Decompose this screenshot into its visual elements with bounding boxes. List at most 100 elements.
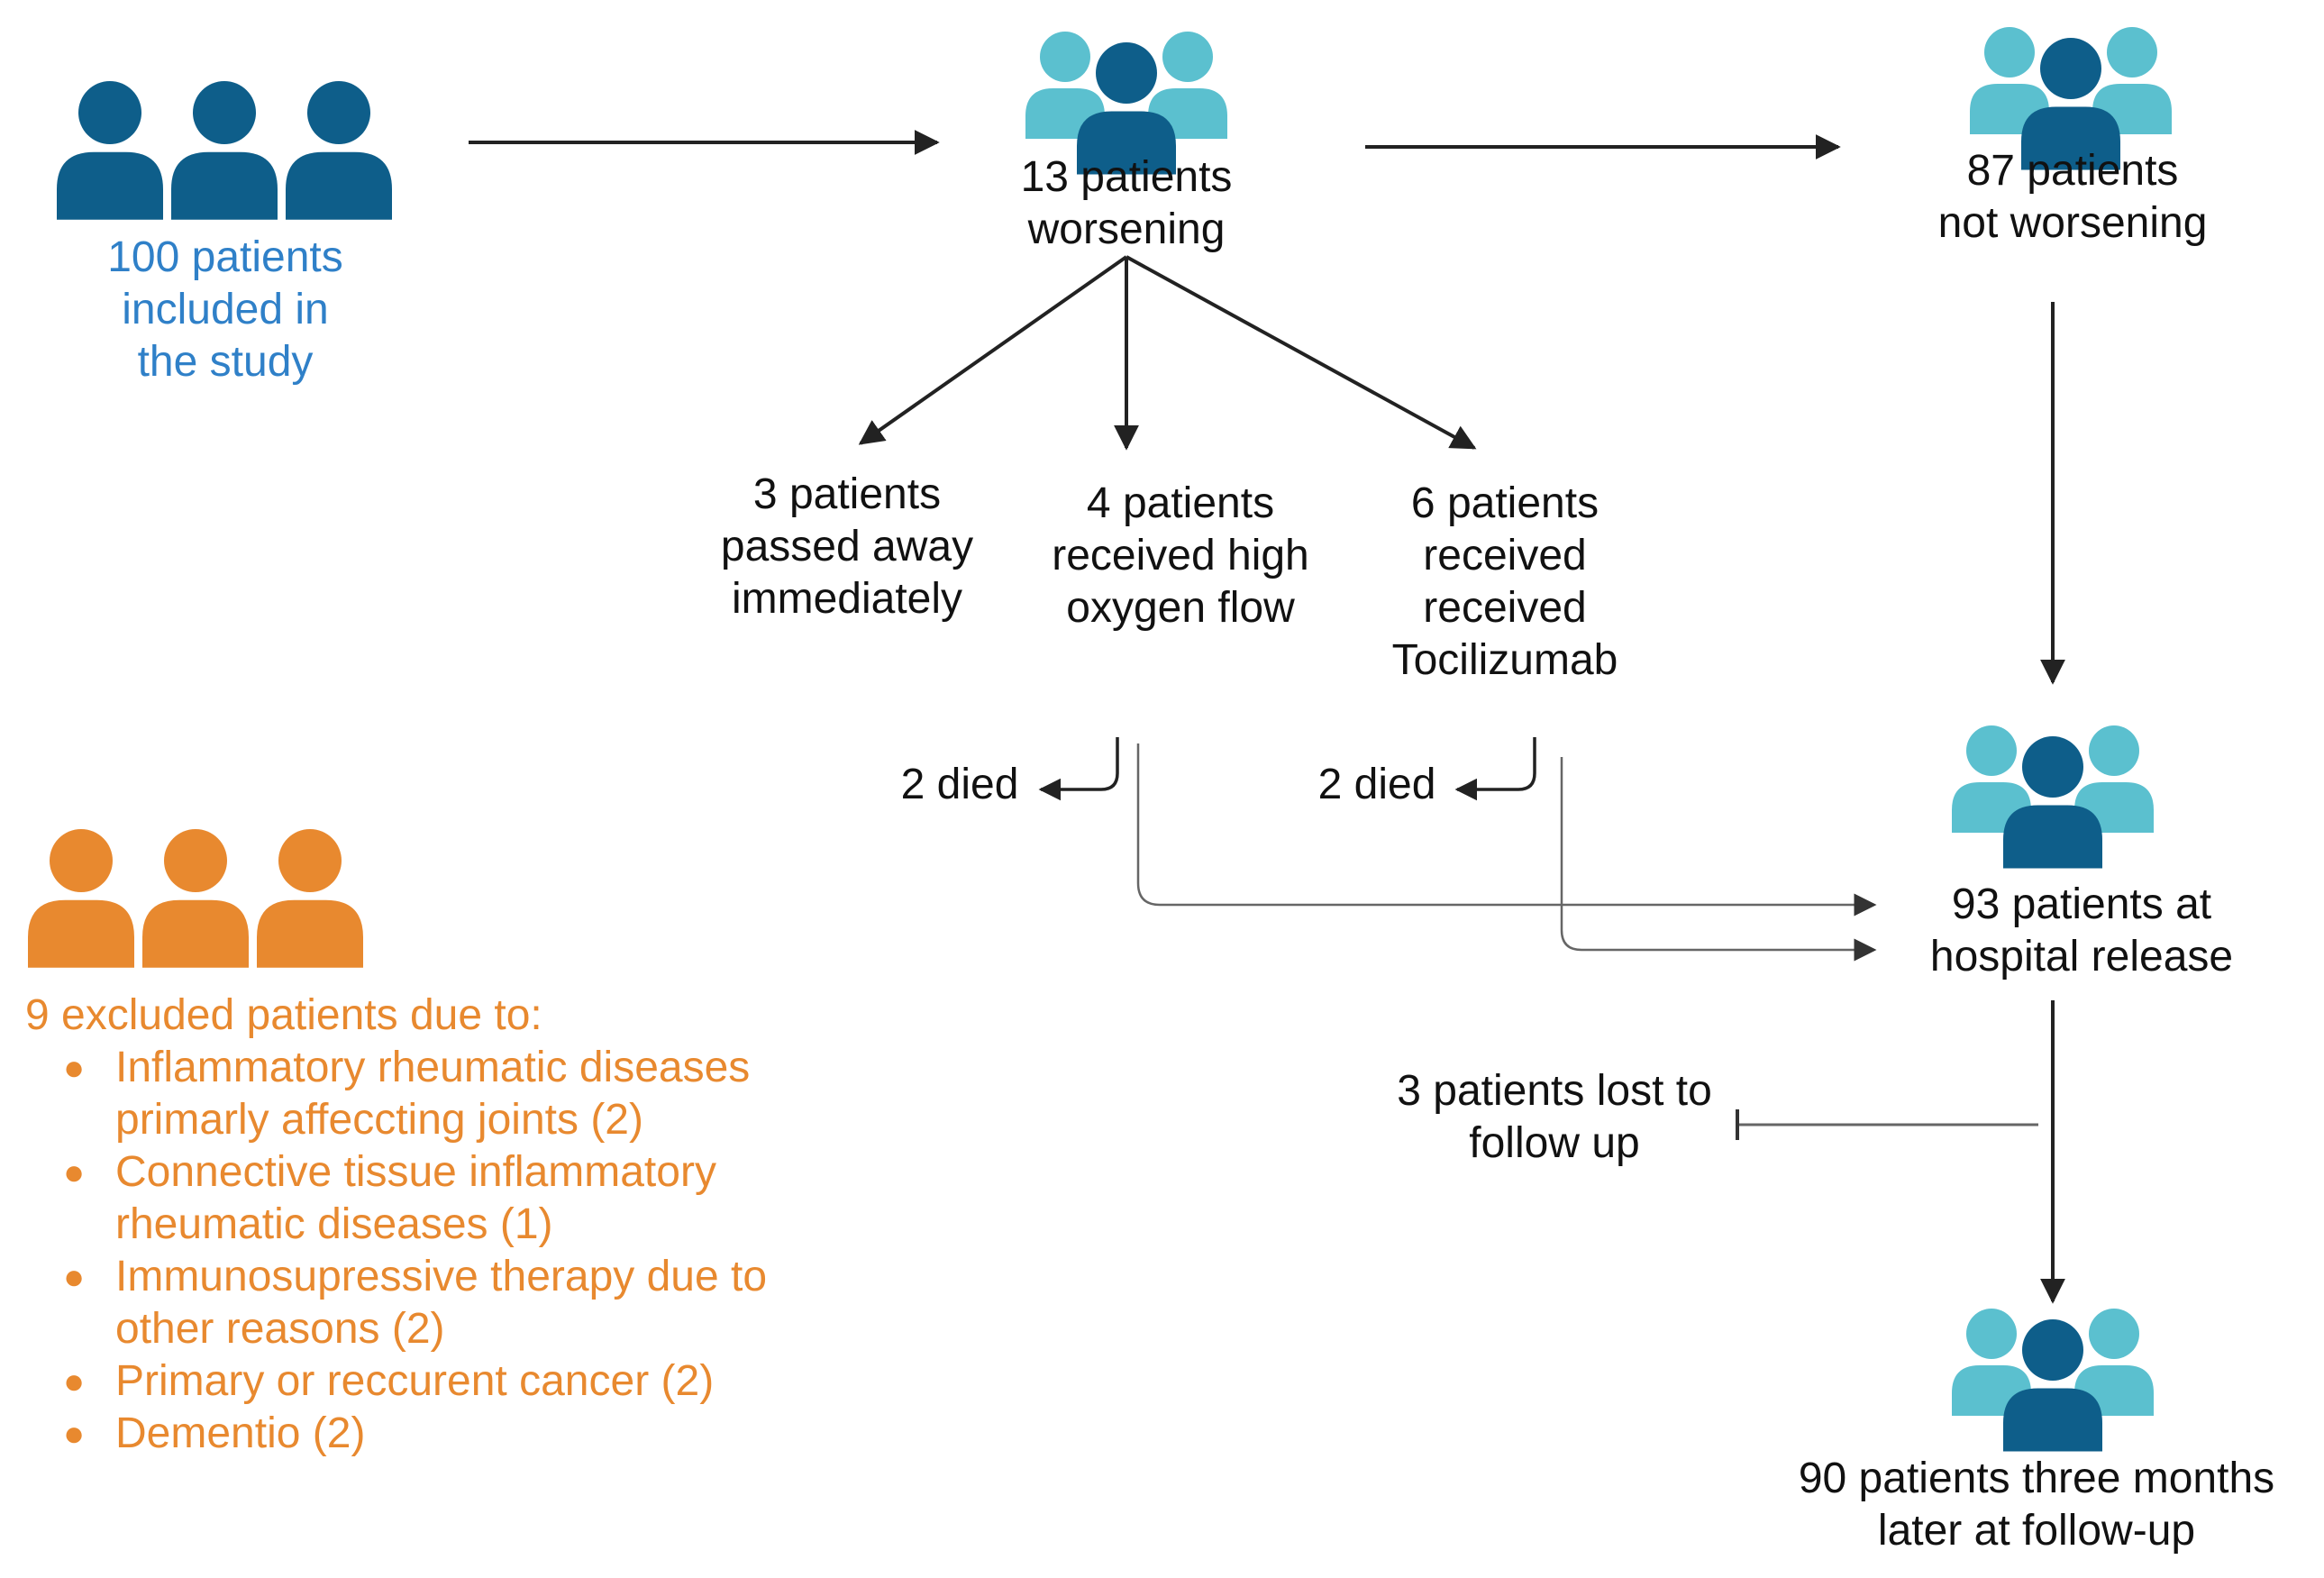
person-icon xyxy=(286,81,392,220)
tocilizumab-line-3: received xyxy=(1423,584,1587,632)
excluded-block: 9 excluded patients due to: ● Inflammato… xyxy=(25,990,767,1460)
excluded-item-line: Primary or reccurent cancer (2) xyxy=(115,1357,715,1405)
person-head xyxy=(2089,725,2139,776)
three-months-line-2: later at follow-up xyxy=(1877,1507,2196,1555)
died-tocilizumab-label: 2 died xyxy=(1317,761,1436,808)
hospital-release-label: 93 patients at hospital release xyxy=(1883,879,2280,983)
bullet-icon: ● xyxy=(63,1414,86,1454)
person-body xyxy=(257,899,363,968)
passed-away-label: 3 patients passed away immediately xyxy=(694,469,1000,625)
person-body xyxy=(1077,111,1176,175)
excluded-item-line: primarly affeccting joints (2) xyxy=(115,1096,643,1144)
lost-followup-line-1: 3 patients lost to xyxy=(1397,1067,1712,1115)
bullet-icon: ● xyxy=(63,1048,86,1088)
worsening-line-2: worsening xyxy=(1027,205,1226,253)
tocilizumab-label: 6 patients received received Tocilizumab xyxy=(1352,478,1658,687)
arrow-to-passed-away xyxy=(858,255,1128,445)
person-front-icon xyxy=(2003,736,2102,869)
person-group-icon xyxy=(1025,32,1227,175)
person-head xyxy=(2089,1309,2139,1359)
excluded-list: ● Inflammatory rheumatic diseases primar… xyxy=(25,1042,767,1460)
hospital-release-line-1: 93 patients at xyxy=(1951,880,2212,928)
person-head xyxy=(1966,725,2017,776)
person-body xyxy=(2003,1388,2102,1452)
person-head xyxy=(1966,1309,2017,1359)
high-oxygen-line-1: 4 patients xyxy=(1086,479,1275,527)
included-line-2: included in xyxy=(122,286,329,333)
person-group-icon xyxy=(1952,725,2154,869)
person-head xyxy=(2022,736,2083,798)
excluded-item-line: Immunosupressive therapy due to xyxy=(115,1253,768,1300)
excluded-item-line: Dementio (2) xyxy=(115,1409,366,1457)
person-icon xyxy=(257,829,363,968)
passed-away-line-3: immediately xyxy=(731,575,963,623)
excluded-item: ● Connective tissue inflammatory rheumat… xyxy=(63,1146,767,1251)
person-body xyxy=(142,899,249,968)
person-group-icon xyxy=(1952,1309,2154,1452)
arrow-oxygen-died xyxy=(1038,737,1119,801)
died-oxygen-label: 2 died xyxy=(900,761,1019,808)
not-worsening-line-2: not worsening xyxy=(1937,199,2208,247)
person-group-icon xyxy=(1970,27,2172,170)
person-body xyxy=(2021,106,2120,170)
person-head xyxy=(2107,27,2157,78)
person-head xyxy=(193,81,256,144)
person-front-icon xyxy=(1077,42,1176,175)
worsening-line-1: 13 patients xyxy=(1020,153,1233,201)
person-head xyxy=(278,829,342,892)
arrow-to-tocilizumab xyxy=(1126,255,1477,450)
person-body xyxy=(2003,805,2102,869)
three-person-group-icon xyxy=(57,81,392,220)
arrow-tocilizumab-to-release xyxy=(1560,757,1877,962)
person-icon xyxy=(28,829,134,968)
worsening-label: 13 patients worsening xyxy=(964,151,1289,256)
excluded-item: ● Primary or reccurent cancer (2) xyxy=(63,1355,767,1408)
lost-followup-label: 3 patients lost to follow up xyxy=(1352,1065,1757,1170)
three-months-line-1: 90 patients three months xyxy=(1798,1455,2275,1502)
excluded-item-line: rheumatic diseases (1) xyxy=(115,1200,553,1248)
person-head xyxy=(2022,1319,2083,1381)
passed-away-line-2: passed away xyxy=(720,523,974,570)
person-icon xyxy=(171,81,278,220)
bullet-icon: ● xyxy=(63,1257,86,1297)
bullet-icon: ● xyxy=(63,1153,86,1192)
person-body xyxy=(171,151,278,220)
tocilizumab-line-1: 6 patients xyxy=(1410,479,1599,527)
person-front-icon xyxy=(2003,1319,2102,1452)
passed-away-line-1: 3 patients xyxy=(752,470,942,518)
three-person-group-icon xyxy=(28,829,363,968)
person-head xyxy=(78,81,141,144)
included-label: 100 patients included in the study xyxy=(72,232,378,388)
person-front-icon xyxy=(2021,38,2120,170)
person-icon xyxy=(142,829,249,968)
person-body xyxy=(286,151,392,220)
high-oxygen-line-2: received high xyxy=(1052,532,1309,579)
tocilizumab-line-4: Tocilizumab xyxy=(1391,636,1618,684)
person-head xyxy=(307,81,370,144)
lost-followup-line-2: follow up xyxy=(1469,1119,1640,1167)
hospital-release-line-2: hospital release xyxy=(1929,933,2234,981)
person-head xyxy=(2040,38,2101,99)
three-months-label: 90 patients three months later at follow… xyxy=(1766,1453,2307,1557)
excluded-item-line: other reasons (2) xyxy=(115,1305,445,1353)
person-head xyxy=(164,829,227,892)
not-worsening-line-1: 87 patients xyxy=(1966,147,2179,195)
excluded-item-line: Connective tissue inflammatory xyxy=(115,1148,716,1196)
person-body xyxy=(57,151,163,220)
person-head xyxy=(1040,32,1090,82)
excluded-item-line: Inflammatory rheumatic diseases xyxy=(115,1044,751,1091)
excluded-item: ● Dementio (2) xyxy=(63,1408,767,1460)
arrow-oxygen-to-release xyxy=(1136,743,1877,917)
person-body xyxy=(28,899,134,968)
person-head xyxy=(1096,42,1157,104)
bullet-icon: ● xyxy=(63,1362,86,1401)
person-head xyxy=(1984,27,2035,78)
high-oxygen-line-3: oxygen flow xyxy=(1066,584,1295,632)
excluded-item: ● Inflammatory rheumatic diseases primar… xyxy=(63,1042,767,1146)
tocilizumab-line-2: received xyxy=(1423,532,1587,579)
person-icon xyxy=(57,81,163,220)
included-line-3: the study xyxy=(137,338,314,386)
included-line-1: 100 patients xyxy=(107,233,343,281)
high-oxygen-label: 4 patients received high oxygen flow xyxy=(1032,478,1329,634)
